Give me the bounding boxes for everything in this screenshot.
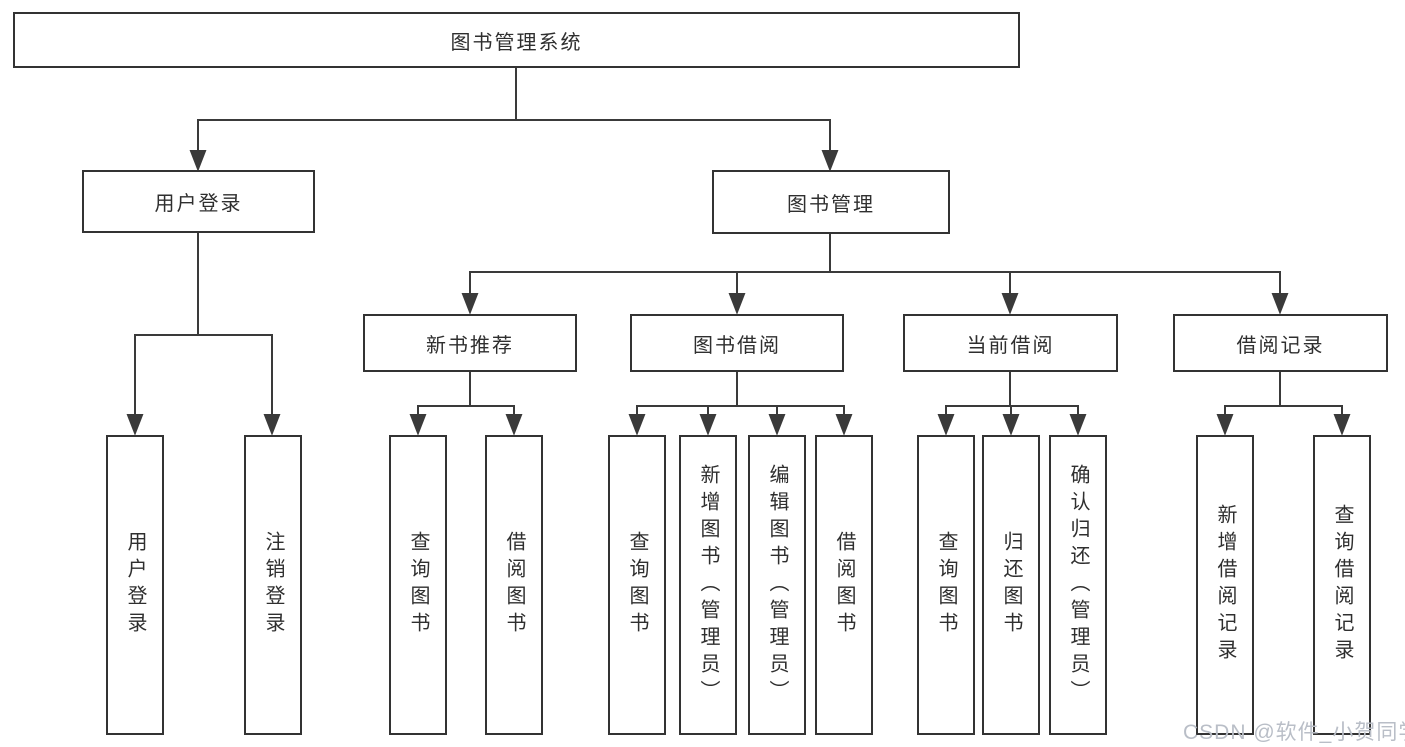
leaf-add-books-admin: 新增图书（管理员） (679, 435, 737, 735)
node-label: 新增借阅记录 (1214, 504, 1236, 666)
node-label: 当前借阅 (966, 334, 1055, 357)
leaf-query-books-recommend: 查询图书 (389, 435, 447, 735)
node-label: 借阅图书 (833, 531, 855, 639)
connector-book-management-to-level2 (461, 234, 1289, 315)
connector-book-borrow-to-leaves (628, 372, 853, 436)
node-label: 确认归还（管理员） (1067, 463, 1089, 707)
node-label: 查询借阅记录 (1331, 504, 1353, 666)
node-library-management-system: 图书管理系统 (13, 12, 1020, 68)
leaf-query-borrow-record: 查询借阅记录 (1313, 435, 1371, 735)
connector-user-login-to-leaves (126, 233, 281, 436)
leaf-borrow-books: 借阅图书 (815, 435, 873, 735)
node-label: 用户登录 (124, 531, 146, 639)
leaf-edit-books-admin: 编辑图书（管理员） (748, 435, 806, 735)
node-label: 新增图书（管理员） (697, 463, 719, 707)
node-label: 查询图书 (407, 531, 429, 639)
node-label: 图书管理 (787, 193, 875, 216)
connector-root-to-level1 (189, 68, 839, 172)
node-label: 归还图书 (1000, 531, 1022, 639)
leaf-logout: 注销登录 (244, 435, 302, 735)
leaf-query-books-current: 查询图书 (917, 435, 975, 735)
node-label: 新书推荐 (426, 334, 514, 357)
leaf-return-books: 归还图书 (982, 435, 1040, 735)
connector-current-borrow-to-leaves (937, 372, 1087, 436)
node-label: 图书借阅 (693, 334, 781, 357)
node-label: 用户登录 (154, 193, 243, 215)
node-new-book-recommend: 新书推荐 (363, 314, 577, 372)
connector-borrow-record-to-leaves (1216, 372, 1351, 436)
node-label: 查询图书 (935, 531, 957, 639)
node-label: 借阅记录 (1236, 334, 1325, 357)
node-label: 借阅图书 (503, 531, 525, 639)
node-user-login: 用户登录 (82, 170, 315, 233)
node-borrow-record: 借阅记录 (1173, 314, 1388, 372)
node-label: 注销登录 (262, 531, 284, 639)
leaf-borrow-books-recommend: 借阅图书 (485, 435, 543, 735)
node-label: 编辑图书（管理员） (766, 463, 788, 707)
node-label: 查询图书 (626, 531, 648, 639)
node-book-management: 图书管理 (712, 170, 950, 234)
node-label: 图书管理系统 (450, 31, 583, 54)
leaf-query-books-borrow: 查询图书 (608, 435, 666, 735)
leaf-confirm-return-admin: 确认归还（管理员） (1049, 435, 1107, 735)
node-current-borrow: 当前借阅 (903, 314, 1118, 372)
leaf-user-login: 用户登录 (106, 435, 164, 735)
csdn-watermark: CSDN @软件_小贺同学 (1183, 721, 1405, 744)
node-book-borrow: 图书借阅 (630, 314, 844, 372)
leaf-add-borrow-record: 新增借阅记录 (1196, 435, 1254, 735)
connector-new-book-recommend-to-leaves (409, 372, 523, 436)
